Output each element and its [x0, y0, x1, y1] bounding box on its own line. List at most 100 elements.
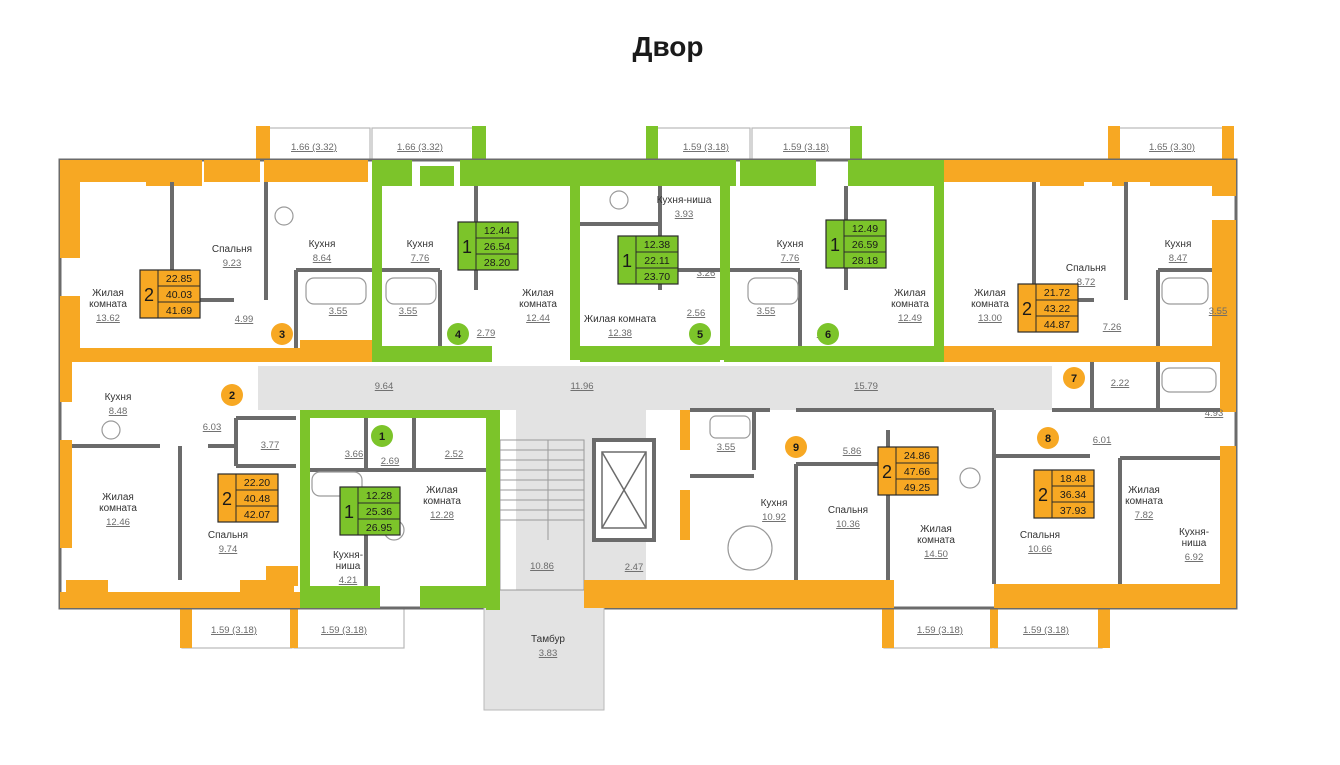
living-room-label: Жилая комната	[584, 314, 657, 325]
apartment-badge[interactable]: 2	[221, 384, 243, 406]
room-area-label: 8.48	[109, 406, 128, 417]
balcony-area-label: 1.59 (3.18)	[917, 625, 963, 636]
room-area-label: 10.36	[836, 519, 860, 530]
badge-number: 7	[1071, 373, 1077, 385]
room-count: 2	[222, 489, 232, 509]
apartment-area-value: 18.48	[1060, 473, 1086, 485]
apartment-badge[interactable]: 3	[271, 323, 293, 345]
apartment-badges: 1 2 3 4 5 6 7 8 9	[221, 323, 1085, 458]
room-area-label: 8.72	[1077, 277, 1096, 288]
apartment-area-value: 12.38	[644, 239, 670, 251]
room-area-label: 7.76	[411, 253, 430, 264]
area-label: 3.55	[399, 306, 418, 317]
apartment-badge[interactable]: 8	[1037, 427, 1059, 449]
kitchen-label: Кухня	[309, 239, 336, 250]
apartment-area-value: 40.48	[244, 493, 270, 505]
room-area-label: 12.28	[430, 510, 454, 521]
apartment-area-value: 43.22	[1044, 303, 1070, 315]
apartment-area-value: 22.11	[644, 255, 670, 267]
bedroom-label: Спальня	[212, 244, 252, 255]
bedroom-label: Спальня	[208, 530, 248, 541]
apartment-area-value: 24.86	[904, 450, 930, 462]
apartment-area-value: 12.49	[852, 223, 878, 235]
apartment-badge[interactable]: 1	[371, 425, 393, 447]
corridor	[258, 366, 1052, 410]
room-area-label: 4.21	[339, 575, 358, 586]
kitchen-label: Кухня	[1165, 239, 1192, 250]
room-area-label: 3.83	[539, 648, 558, 659]
area-label: 2.22	[1111, 378, 1130, 389]
apartment-area-value: 26.59	[852, 239, 878, 251]
balcony-area-label: 1.59 (3.18)	[683, 142, 729, 153]
bedroom-label: Спальня	[1020, 530, 1060, 541]
area-label: 10.86	[530, 561, 554, 572]
area-label: 2.69	[381, 456, 400, 467]
badge-number: 3	[279, 329, 285, 341]
room-area-label: 12.46	[106, 517, 130, 528]
area-label: 15.79	[854, 381, 878, 392]
area-label: 3.77	[261, 440, 280, 451]
kitchen-label: Кухня-ниша	[1179, 527, 1209, 549]
room-count: 1	[344, 502, 354, 522]
kitchen-label: Кухня	[761, 498, 788, 509]
apartment-badge[interactable]: 6	[817, 323, 839, 345]
apartment-area-value: 49.25	[904, 482, 930, 494]
apartment-area-value: 22.85	[166, 273, 192, 285]
badge-number: 6	[825, 329, 831, 341]
area-label: 9.64	[375, 381, 394, 392]
area-label: 6.03	[203, 422, 222, 433]
balcony-area-label: 1.66 (3.32)	[397, 142, 443, 153]
badge-number: 8	[1045, 433, 1051, 445]
apartment-area-value: 36.34	[1060, 489, 1086, 501]
badge-number: 1	[379, 431, 385, 443]
room-area-label: 14.50	[924, 549, 948, 560]
area-label: 2.56	[687, 308, 706, 319]
room-area-label: 13.00	[978, 313, 1002, 324]
area-label: 2.79	[477, 328, 496, 339]
room-area-label: 12.49	[898, 313, 922, 324]
apartment-badge[interactable]: 4	[447, 323, 469, 345]
room-count: 2	[882, 462, 892, 482]
apartment-badge[interactable]: 7	[1063, 367, 1085, 389]
apartment-badge[interactable]: 5	[689, 323, 711, 345]
badge-number: 2	[229, 390, 235, 402]
kitchen-label: Кухня-ниша	[657, 195, 712, 206]
area-label: 7.26	[1103, 322, 1122, 333]
apartment-badge[interactable]: 9	[785, 436, 807, 458]
room-area-label: 8.47	[1169, 253, 1188, 264]
area-label: 2.52	[445, 449, 464, 460]
area-label: 11.96	[570, 381, 593, 392]
room-area-label: 12.44	[526, 313, 550, 324]
page-title: Двор	[633, 31, 704, 62]
balcony-area-label: 1.59 (3.18)	[783, 142, 829, 153]
room-count: 2	[144, 285, 154, 305]
room-area-label: 8.64	[313, 253, 332, 264]
room-area-label: 6.92	[1185, 552, 1204, 563]
elevator	[592, 438, 656, 542]
area-label: 3.55	[717, 442, 736, 453]
badge-number: 4	[455, 329, 462, 341]
room-area-label: 3.93	[675, 209, 694, 220]
room-count: 2	[1038, 485, 1048, 505]
balcony-area-label: 1.59 (3.18)	[211, 625, 257, 636]
kitchen-label: Кухня	[777, 239, 804, 250]
bedroom-label: Спальня	[828, 505, 868, 516]
